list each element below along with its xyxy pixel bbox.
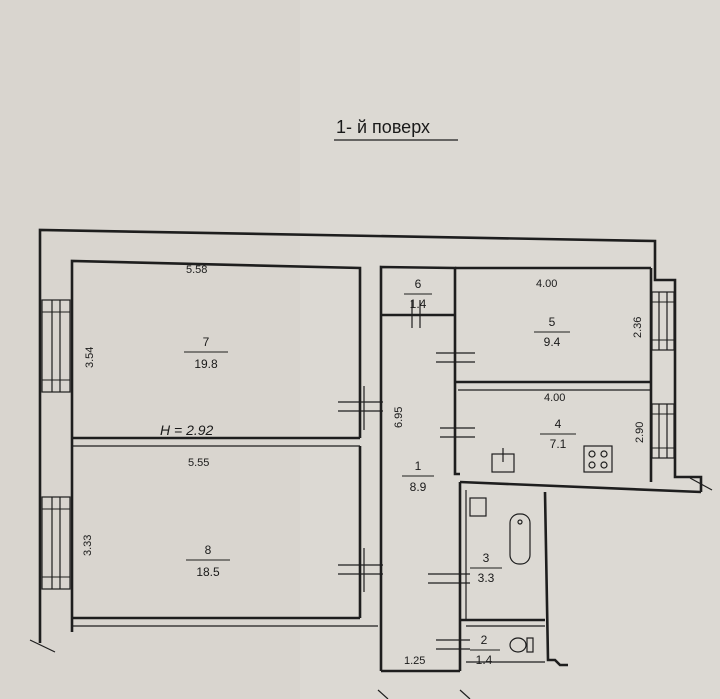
dim-room5-depth: 2.36 — [632, 317, 644, 338]
kitchen-bottom-wall — [459, 480, 702, 494]
sink-kitchen — [491, 448, 515, 473]
svg-text:1: 1 — [415, 459, 422, 473]
svg-text:2: 2 — [481, 633, 488, 647]
svg-text:18.5: 18.5 — [196, 565, 220, 579]
svg-text:9.4: 9.4 — [544, 335, 561, 349]
toilet-icon — [509, 637, 534, 653]
room-area: 19.8 — [194, 357, 218, 371]
bath-washbasin — [469, 497, 487, 517]
bath-right-wall — [543, 491, 568, 667]
room-label-1: 1 8.9 — [402, 459, 434, 494]
svg-text:3: 3 — [483, 551, 490, 565]
dim-room5-width: 4.00 — [536, 278, 557, 290]
room-label-7: 7 19.8 — [184, 335, 228, 371]
room-number: 7 — [203, 335, 210, 349]
room-label-4: 4 7.1 — [540, 417, 576, 451]
room-label-5: 5 9.4 — [534, 315, 570, 349]
outer-wall-outline — [38, 228, 703, 643]
outer-walls — [38, 228, 703, 671]
room-label-8: 8 18.5 — [186, 543, 230, 579]
dim-room4-width: 4.00 — [544, 392, 565, 404]
door-marks — [29, 300, 713, 699]
room-label-2: 2 1.4 — [470, 633, 500, 667]
svg-text:8.9: 8.9 — [410, 480, 427, 494]
stove-icon — [583, 445, 613, 473]
dim-room8-width: 5.55 — [188, 457, 209, 469]
floor-title: 1- й поверх — [336, 117, 430, 137]
window-left-bottom — [41, 496, 71, 590]
svg-text:1.4: 1.4 — [476, 653, 493, 667]
svg-text:3.3: 3.3 — [478, 571, 495, 585]
bathtub-icon — [509, 513, 531, 565]
room-label-3: 3 3.3 — [470, 551, 502, 585]
window-right-room4 — [651, 403, 675, 459]
svg-text:1.4: 1.4 — [410, 297, 427, 311]
dim-corridor-length: 6.95 — [393, 407, 405, 428]
dim-room8-depth: 3.33 — [82, 535, 94, 556]
svg-text:8: 8 — [205, 543, 212, 557]
dim-room2-width: 1.25 — [404, 655, 425, 667]
room-label-6: 6 1.4 — [404, 277, 432, 311]
svg-text:6: 6 — [415, 277, 422, 291]
dim-room7-depth: 3.54 — [84, 347, 96, 368]
svg-text:5: 5 — [549, 315, 556, 329]
svg-text:7.1: 7.1 — [550, 437, 567, 451]
dim-room7-width: 5.58 — [186, 264, 207, 276]
dim-room4-depth: 2.90 — [634, 422, 646, 443]
window-left-top — [41, 299, 71, 393]
svg-text:4: 4 — [555, 417, 562, 431]
window-right-room5 — [651, 291, 675, 351]
ceiling-height: H = 2.92 — [160, 422, 214, 438]
